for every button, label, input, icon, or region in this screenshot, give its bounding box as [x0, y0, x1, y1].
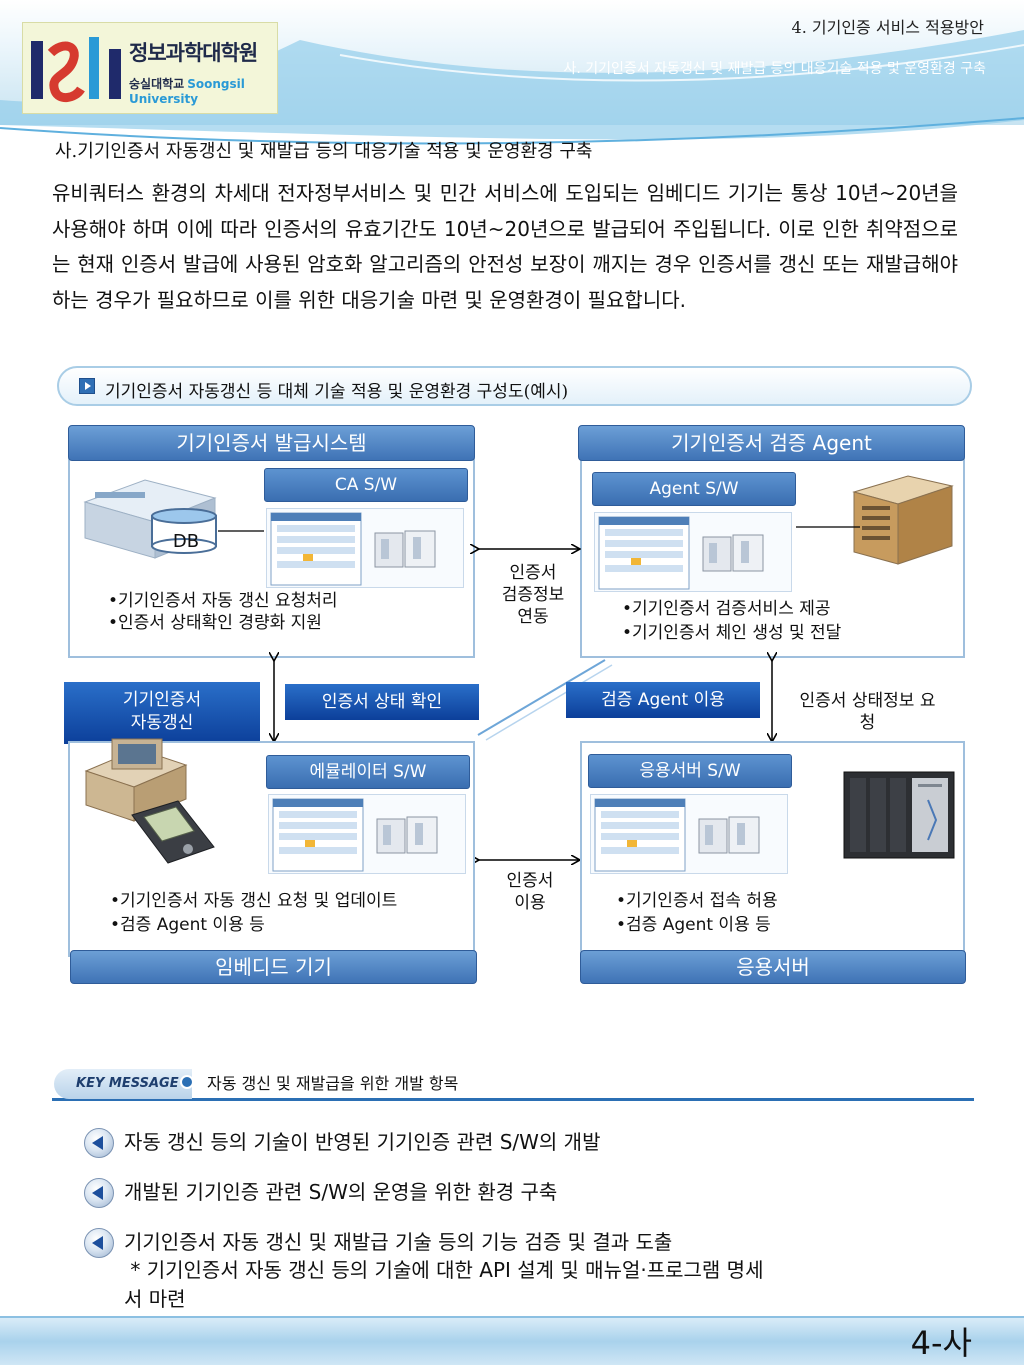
issue-system-bullet-2: •인증서 상태확인 경량화 지원	[108, 613, 322, 633]
play-bullet-icon	[79, 378, 95, 394]
footer-divider	[0, 1316, 1024, 1318]
emulator-sw-screenshot	[268, 794, 466, 874]
key-message-note-line-1: * 기기인증서 자동 갱신 등의 기술에 대한 API 설계 및 매뉴얼·프로그…	[124, 1258, 764, 1282]
auto-renew-line-1: 기기인증서	[122, 690, 202, 710]
page-number: 4-사	[910, 1324, 972, 1362]
embedded-bullet-2: •검증 Agent 이용 등	[110, 915, 265, 935]
issue-system-bullet-1: •기기인증서 자동 갱신 요청처리	[108, 591, 338, 611]
sw-screen-mockup	[594, 798, 760, 872]
db-cylinder-icon	[151, 508, 217, 554]
agent-use-box: 검증 Agent 이용	[566, 682, 760, 718]
section-title: 사.기기인증서 자동갱신 및 재발급 등의 대응기술 적용 및 운영환경 구축	[55, 141, 593, 162]
key-message-underline	[52, 1098, 974, 1101]
auto-renew-line-2: 자동갱신	[130, 713, 194, 733]
agent-server-icon	[852, 475, 954, 565]
embedded-bullet-1: •기기인증서 자동 갱신 요청 및 업데이트	[110, 891, 398, 911]
logo-subtitle-en: Soongsil University	[129, 77, 245, 106]
intro-paragraph: 유비쿼터스 환경의 차세대 전자정부서비스 및 민간 서비스에 도입되는 임베디…	[52, 181, 958, 312]
key-message-item-text: 자동 갱신 등의 기술이 반영된 기기인증 관련 S/W의 개발	[124, 1130, 601, 1154]
app-server-bullet-2: •검증 Agent 이용 등	[616, 915, 771, 935]
app-server-sw-screenshot	[590, 794, 788, 874]
issue-system-title: 기기인증서 발급시스템	[68, 425, 475, 461]
arrow-left-bullet-icon	[84, 1128, 114, 1158]
logo-mark-icon	[31, 37, 121, 102]
logo-subtitle-ko: 숭실대학교	[129, 77, 185, 91]
arrow-left-bullet-icon	[84, 1228, 114, 1258]
sw-screen-mockup	[272, 798, 438, 872]
agent-sw-screenshot	[594, 512, 792, 592]
key-message-dot-icon	[180, 1075, 194, 1089]
agent-title: 기기인증서 검증 Agent	[578, 425, 965, 461]
link-top-line-1: 인증서	[509, 563, 557, 583]
key-message-note-line-2: 서 마련	[124, 1287, 186, 1311]
status-request-line-2: 청	[859, 713, 876, 733]
arrow-left-bullet-icon	[84, 1178, 114, 1208]
key-message-tag: KEY MESSAGE	[54, 1069, 192, 1099]
emulator-sw-label: 에뮬레이터 S/W	[266, 755, 470, 789]
key-message-item-text: 개발된 기기인증 관련 S/W의 운영을 위한 환경 구축	[124, 1180, 558, 1204]
logo-title: 정보과학대학원	[129, 41, 258, 65]
sw-screen-mockup	[270, 512, 436, 586]
header-subtitle: 사. 기기인증서 자동갱신 및 재발급 등의 대응기술 적용 및 운영환경 구축	[563, 61, 986, 77]
link-bottom-line-2: 이용	[514, 893, 546, 913]
app-server-sw-label: 응용서버 S/W	[588, 754, 792, 788]
key-message-title: 자동 갱신 및 재발급을 위한 개발 항목	[207, 1074, 459, 1093]
db-label: DB	[172, 531, 200, 552]
ca-sw-screenshot	[266, 508, 464, 588]
diagram-caption: 기기인증서 자동갱신 등 대체 기술 적용 및 운영환경 구성도(예시)	[105, 382, 569, 402]
embedded-title: 임베디드 기기	[70, 950, 477, 984]
embedded-device-icon	[84, 738, 215, 864]
key-message-item-text: 기기인증서 자동 갱신 및 재발급 기술 등의 기능 검증 및 결과 도출	[124, 1230, 673, 1254]
ca-sw-label: CA S/W	[264, 468, 468, 502]
status-check-box: 인증서 상태 확인	[285, 684, 479, 720]
chapter-title: 4. 기기인증 서비스 적용방안	[791, 18, 984, 37]
status-request-line-1: 인증서 상태정보 요	[799, 691, 936, 711]
diagram-caption-bar: 기기인증서 자동갱신 등 대체 기술 적용 및 운영환경 구성도(예시)	[57, 366, 972, 406]
connector-lines	[155, 526, 860, 1000]
key-message-note: * 기기인증서 자동 갱신 등의 기술에 대한 API 설계 및 매뉴얼·프로그…	[124, 1256, 924, 1314]
link-top-line-3: 연동	[517, 607, 549, 627]
auto-renew-box: 기기인증서 자동갱신	[64, 682, 260, 744]
link-bottom-line-1: 인증서	[506, 871, 554, 891]
app-server-rack-icon	[843, 771, 955, 859]
link-top-line-2: 검증정보	[501, 585, 565, 605]
agent-bullet-1: •기기인증서 검증서비스 제공	[622, 599, 831, 619]
key-message-bar: KEY MESSAGE 자동 갱신 및 재발급을 위한 개발 항목	[52, 1065, 974, 1101]
app-server-bullet-1: •기기인증서 접속 허용	[616, 891, 778, 911]
sw-screen-mockup	[598, 516, 764, 590]
app-server-title: 응용서버	[580, 950, 966, 984]
agent-bullet-2: •기기인증서 체인 생성 및 전달	[622, 623, 842, 643]
agent-sw-label: Agent S/W	[592, 472, 796, 506]
footer-band	[0, 1318, 1024, 1365]
